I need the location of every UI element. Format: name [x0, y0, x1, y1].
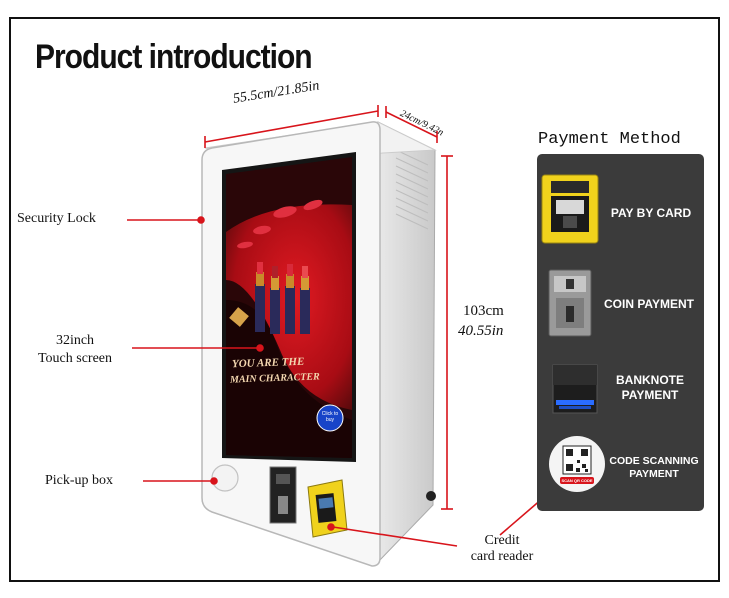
- payment-method-title: Payment Method: [538, 130, 681, 149]
- card-reader-icon: [541, 174, 599, 244]
- security-lock-label: Security Lock: [17, 211, 96, 226]
- payment-method-card: PAY BY CARD: [610, 206, 692, 220]
- side-vent-lines: [395, 149, 429, 230]
- scan-qr-caption: SCAN QR CODE: [561, 478, 593, 483]
- pickup-box-label: Pick-up box: [45, 473, 114, 488]
- credit-card-reader-label: Credit card reader: [470, 533, 534, 565]
- height-dimension-in: 40.55in: [458, 323, 504, 339]
- lipstick-products: [229, 262, 310, 334]
- figure-border: [9, 17, 720, 582]
- bill-acceptor-icon: [552, 364, 598, 414]
- click-to-buy-button: [316, 404, 344, 432]
- height-dimension-cm: 103cm: [463, 303, 504, 319]
- coin-acceptor-icon: [548, 269, 592, 337]
- dimension-lines: [204, 105, 453, 510]
- page-title: Product introduction: [35, 38, 313, 76]
- touch-screen-label: 32inch Touch screen: [37, 333, 113, 366]
- side-lock-knob: [426, 491, 436, 501]
- payment-method-banknote: BANKNOTE PAYMENT: [616, 373, 684, 402]
- lips-graphics: [237, 199, 323, 249]
- payment-method-code-scanning: CODE SCANNING PAYMENT: [609, 455, 699, 481]
- payment-method-coin: COIN PAYMENT: [603, 297, 694, 311]
- qr-code-icon: [549, 436, 605, 492]
